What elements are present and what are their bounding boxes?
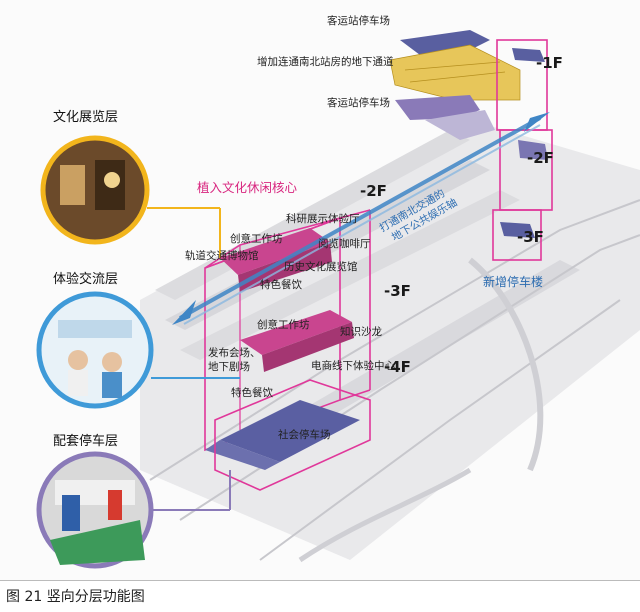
core-label: 植入文化休闲核心: [197, 180, 298, 195]
parking-photo-floor: [50, 520, 145, 565]
underpass-line-1: [404, 61, 501, 71]
experience-photo-ceiling: [58, 320, 132, 338]
floor-label-right-2f: -2F: [527, 149, 554, 167]
floor-label-right-1f: -1F: [536, 54, 563, 72]
ecommerce-label: 电商线下体验中心: [311, 359, 395, 372]
floor-label-left-2f: -2F: [360, 182, 387, 200]
bus-parking-mid-shape: [395, 95, 480, 120]
top-structures: [389, 30, 521, 140]
lower-road: [298, 467, 472, 563]
culture-photo-lamp: [104, 172, 120, 188]
bus-parking-mid-label: 客运站停车场: [327, 96, 390, 109]
creative-studio-top-label: 创意工作坊: [230, 232, 283, 245]
tower-floor-1: [512, 48, 545, 62]
axis-arrow-line-1: [179, 116, 541, 320]
parking-tower: [492, 39, 553, 261]
caption-divider: [0, 580, 640, 581]
launch-venue-label: 发布会场、: [208, 346, 261, 359]
parking-photo-sign: [62, 495, 80, 531]
new-parking-label: 新增停车楼: [483, 274, 543, 289]
creative-studio-mid-label: 创意工作坊: [257, 318, 310, 331]
experience-layer-photo: [36, 291, 154, 409]
platform-band-3: [180, 190, 520, 360]
floor-label-right-3f: -3F: [517, 228, 544, 246]
reading-cafe-label: 阅览咖啡厅: [318, 237, 371, 250]
special-food-mid-label: 特色餐饮: [231, 386, 273, 399]
special-food-top-label: 特色餐饮: [260, 278, 302, 291]
curved-road: [468, 257, 544, 472]
experience-layer-title: 体验交流层: [53, 271, 118, 287]
underground-theater-label: 地下剧场: [208, 360, 250, 373]
parking-box-outline: [214, 379, 371, 491]
tower-floor-2: [518, 140, 548, 160]
underpass-label: 增加连通南北站房的地下通道: [257, 55, 394, 68]
underpass-line-2: [409, 71, 506, 83]
tower-floor-3: [500, 222, 535, 238]
experience-photo-body-1: [68, 370, 88, 396]
axis-arrow-line-2: [183, 124, 541, 325]
underpass-shape: [389, 44, 521, 101]
bus-parking-top-label: 客运站停车场: [327, 14, 390, 27]
parking-layer-title: 配套停车层: [53, 433, 118, 449]
figure-caption: 图 21 竖向分层功能图: [6, 589, 145, 605]
vertical-layering-diagram: 文化展览层 体验交流层 配套停车层 客运站停车场 增加连通南北站房的地下通道 客…: [36, 14, 640, 569]
public-parking-label: 社会停车场: [278, 428, 331, 441]
entertainment-axis: [172, 112, 550, 325]
floor-4-parking-edge: [205, 440, 280, 470]
knowledge-salon-label: 知识沙龙: [340, 325, 382, 338]
track-line-3: [259, 299, 621, 561]
rail-museum-label: 轨道交通博物馆: [185, 249, 259, 262]
experience-photo-body-2: [102, 372, 122, 398]
history-hall-label: 历史文化展览馆: [284, 260, 358, 273]
platform-band-4: [250, 260, 580, 452]
experience-photo-person-2: [102, 352, 122, 372]
floor-4-parking-block: [220, 400, 360, 462]
axis-arrow-head-right: [524, 112, 550, 132]
core-box: [204, 209, 371, 491]
track-line-1: [149, 199, 640, 481]
culture-layer-title: 文化展览层: [53, 109, 118, 125]
parking-photo-pillar: [108, 490, 122, 520]
floor-2-culture-block: [220, 228, 330, 275]
tower-box-bottom: [492, 209, 542, 261]
floor-3-exchange-side: [262, 322, 354, 372]
floor-3-exchange-block: [240, 310, 352, 355]
research-hall-label: 科研展示体验厅: [286, 212, 360, 225]
experience-photo-person-1: [68, 350, 88, 370]
layer-photos: [36, 135, 240, 569]
bus-parking-ramp: [425, 110, 495, 140]
floor-label-mid-4f: -4F: [384, 358, 411, 376]
culture-photo-wall: [60, 165, 85, 205]
floor-label-mid-3f: -3F: [384, 282, 411, 300]
axis-arrow-head-left: [172, 300, 196, 325]
